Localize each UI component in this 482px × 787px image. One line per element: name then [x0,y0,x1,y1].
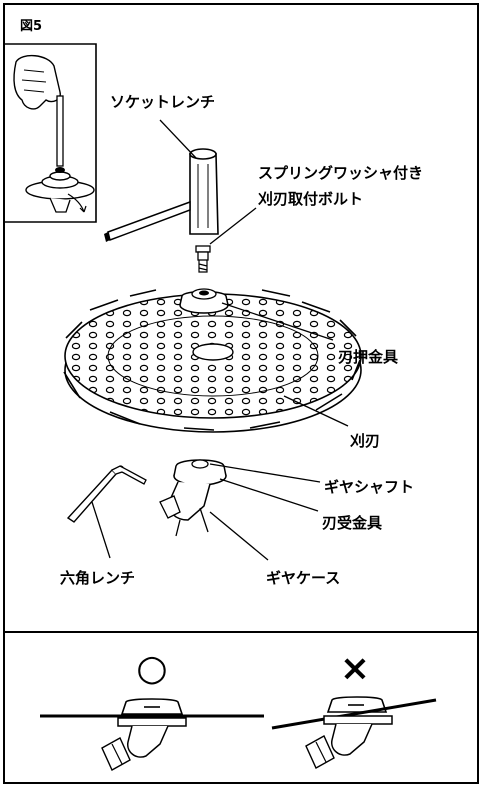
blade-holder [179,288,229,314]
mounting-bolt [195,245,211,273]
label-blade-holder: 刃押金具 [338,348,398,366]
inset-illustration [4,43,97,223]
socket-wrench [104,148,219,242]
gear-case [159,459,227,537]
label-bolt-line2: 刈刃取付ボルト [258,190,363,208]
label-gear-shaft: ギヤシャフト [324,478,414,496]
leader-lines [91,119,349,561]
correct-assembly-illustration [40,698,264,771]
correct-symbol: ○ [136,648,167,689]
label-hex-wrench: 六角レンチ [60,569,135,587]
hex-wrench [66,465,147,523]
wrong-symbol: × [340,648,370,689]
label-blade: 刈刃 [350,432,380,450]
label-bolt-line1: スプリングワッシャ付き [258,164,423,182]
wrong-assembly-illustration [271,696,437,769]
figure-number: 図5 [20,19,42,34]
label-blade-receiver: 刃受金具 [322,514,382,532]
label-gear-case: ギヤケース [266,569,340,587]
outer-frame [3,3,479,784]
label-socket-wrench: ソケットレンチ [110,93,215,111]
